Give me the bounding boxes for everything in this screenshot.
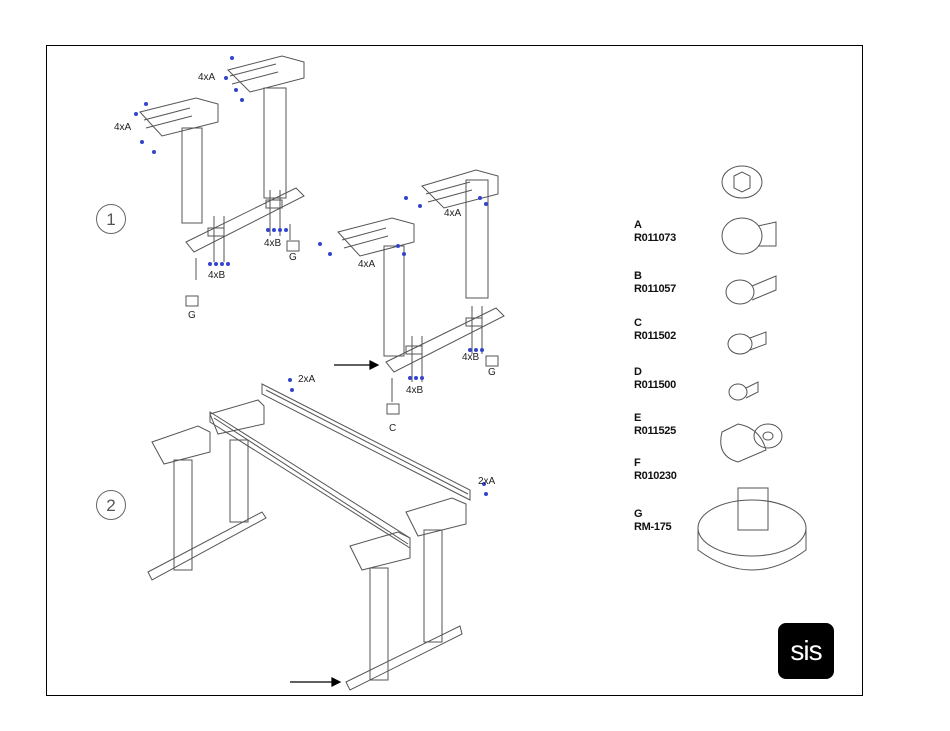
- part-g-glide: [698, 500, 806, 556]
- caster-c: [387, 404, 399, 414]
- glide-g-1: [186, 296, 198, 306]
- callout-b-1: 4xB: [208, 270, 225, 281]
- callout-a-4: 4xA: [358, 259, 375, 270]
- part-f-letter: F: [634, 457, 641, 469]
- part-b-screw: [726, 280, 754, 304]
- callout-b-3: 4xB: [406, 385, 423, 396]
- glide-g-2: [287, 241, 299, 251]
- part-a-top-view: [722, 166, 762, 198]
- part-e-code: R011525: [634, 425, 676, 437]
- part-g-stud: [738, 488, 768, 530]
- callout-a-1: 4xA: [198, 72, 215, 83]
- part-e-clip: [721, 424, 766, 462]
- part-a-letter: A: [634, 219, 642, 231]
- part-d-screw: [729, 384, 747, 400]
- callout-g-3: G: [488, 367, 496, 378]
- part-e-letter: E: [634, 412, 641, 424]
- callout-b-4: 4xB: [462, 352, 479, 363]
- step2-desk-frame: [148, 384, 470, 690]
- part-b-letter: B: [634, 270, 642, 282]
- callout-b-2: 4xB: [264, 238, 281, 249]
- part-g-letter: G: [634, 508, 643, 520]
- part-f-code: R010230: [634, 470, 677, 482]
- part-c-screw: [728, 334, 752, 354]
- glide-g-3: [486, 356, 498, 366]
- part-c-letter: C: [634, 317, 642, 329]
- part-a-screw: [722, 218, 762, 254]
- parts-illustrations: [698, 166, 806, 570]
- rear-column: [264, 88, 286, 198]
- part-a-code: R011073: [634, 232, 676, 244]
- front-bracket: [140, 98, 218, 136]
- part-d-letter: D: [634, 366, 642, 378]
- step1-left-assembly: [140, 56, 304, 306]
- part-c-code: R011502: [634, 330, 676, 342]
- callout-g-1: G: [188, 310, 196, 321]
- callout-a-2: 4xA: [114, 122, 131, 133]
- callout-a-5: 2xA: [298, 374, 315, 385]
- part-b-code: R011057: [634, 283, 676, 295]
- step-number-2: 2: [96, 490, 126, 520]
- callout-a-3: 4xA: [444, 208, 461, 219]
- step-number-1: 1: [96, 204, 126, 234]
- callout-c-1: C: [389, 423, 396, 434]
- front-column: [182, 128, 202, 223]
- callout-a-6: 2xA: [478, 476, 495, 487]
- part-d-code: R011500: [634, 379, 676, 391]
- callout-g-2: G: [289, 252, 297, 263]
- sis-logo: sis: [778, 623, 834, 679]
- part-g-code: RM-175: [634, 521, 671, 533]
